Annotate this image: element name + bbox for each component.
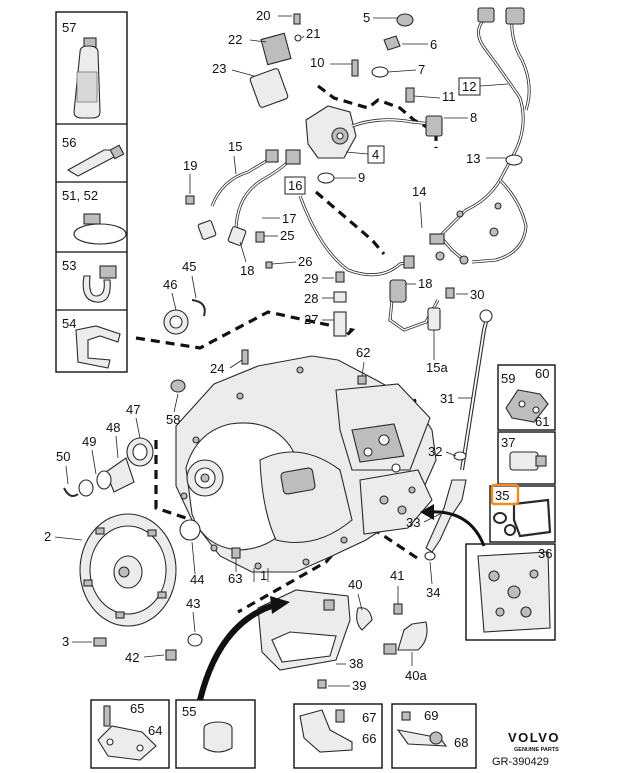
callout-61: 61 — [535, 414, 549, 429]
fluid-bottle-icon — [73, 37, 101, 119]
callout-67: 67 — [362, 710, 376, 725]
callout-63: 63 — [228, 571, 242, 586]
callout-37: 37 — [501, 435, 515, 450]
callout-66: 66 — [362, 731, 376, 746]
callout-21: 21 — [306, 26, 320, 41]
callout-14: 14 — [412, 184, 426, 199]
detail-panels-right: 59 60 61 37 35 36 — [465, 364, 556, 641]
callout-55: 55 — [182, 704, 196, 719]
callout-11: 11 — [442, 89, 456, 104]
callout-4: 4 — [372, 147, 379, 162]
brand-name: VOLVO — [508, 730, 560, 745]
range-switch — [305, 13, 443, 184]
callout-50: 50 — [56, 449, 70, 464]
callout-54: 54 — [62, 316, 76, 331]
callout-22: 22 — [228, 32, 242, 47]
callout-64: 64 — [148, 723, 162, 738]
callout-5: 5 — [363, 10, 370, 25]
callout-68: 68 — [454, 735, 468, 750]
callout-62: 62 — [356, 345, 370, 360]
callout-16: 16 — [288, 178, 302, 193]
callout-40: 40 — [348, 577, 362, 592]
callout-18: 18 — [240, 263, 254, 278]
callout-28: 28 — [304, 291, 318, 306]
callout-39: 39 — [352, 678, 366, 693]
callout-41: 41 — [390, 568, 404, 583]
callout-45: 45 — [182, 259, 196, 274]
callout-34: 34 — [426, 585, 440, 600]
callout-38: 38 — [349, 656, 363, 671]
callout-42: 42 — [125, 650, 139, 665]
callout-44: 44 — [190, 572, 204, 587]
callout-20: 20 — [256, 8, 270, 23]
volvo-genuine-parts-logo: VOLVO GENUINE PARTS — [508, 730, 560, 753]
cable-clip-icon — [82, 265, 117, 303]
transmission-housing — [175, 355, 437, 573]
hose-clamp-icon — [73, 213, 127, 245]
callout-6: 6 — [430, 37, 437, 52]
callout-65: 65 — [130, 701, 144, 716]
callout-53: 53 — [62, 258, 76, 273]
callout-58: 58 — [166, 412, 180, 427]
callout-15a: 15a — [426, 360, 448, 375]
callout-69: 69 — [424, 708, 438, 723]
callout-29: 29 — [304, 271, 318, 286]
callout-47: 47 — [126, 402, 140, 417]
callout-33: 33 — [406, 515, 420, 530]
oil-pan — [257, 589, 428, 689]
callout-15: 15 — [228, 139, 242, 154]
brand-tagline: GENUINE PARTS — [514, 747, 559, 753]
callout-25: 25 — [280, 228, 294, 243]
callout-35: 35 — [495, 488, 509, 503]
center-sensors — [298, 195, 455, 337]
callout-23: 23 — [212, 61, 226, 76]
callout-7: 7 — [418, 62, 425, 77]
callout-31: 31 — [440, 391, 454, 406]
diagram-reference-number: GR-390429 — [492, 756, 549, 768]
callout-48: 48 — [106, 420, 120, 435]
torque-converter — [79, 513, 177, 627]
highlight-callout-35 — [490, 483, 520, 506]
callout-46: 46 — [163, 277, 177, 292]
callout-27: 27 — [304, 312, 318, 327]
callout-3: 3 — [62, 634, 69, 649]
speed-sensors — [185, 13, 302, 269]
callout-8: 8 — [470, 110, 477, 125]
wiring-harness — [429, 7, 531, 265]
output-shaft-seals — [63, 299, 206, 497]
callout-43: 43 — [186, 596, 200, 611]
callout-24: 24 — [210, 361, 224, 376]
callout-2: 2 — [44, 529, 51, 544]
callout-17: 17 — [282, 211, 296, 226]
dipstick-tube — [424, 309, 493, 561]
callout-12: 12 — [462, 79, 476, 94]
callout-57: 57 — [62, 20, 76, 35]
callout-36: 36 — [538, 546, 552, 561]
leader-arrows — [197, 504, 486, 701]
callout-9: 9 — [358, 170, 365, 185]
callout-49: 49 — [82, 434, 96, 449]
callout-10: 10 — [310, 55, 324, 70]
callout-13: 13 — [466, 151, 480, 166]
sidebar-panels: 57 56 51, 52 53 54 — [55, 11, 128, 373]
callout-19: 19 — [183, 158, 197, 173]
callout-56: 56 — [62, 135, 76, 150]
sealant-tube-icon — [66, 144, 125, 177]
callout-40a: 40a — [405, 668, 427, 683]
callout-1: 1 — [260, 568, 267, 583]
callout-59: 59 — [501, 371, 515, 386]
callout-26: 26 — [298, 254, 312, 269]
callout-60: 60 — [535, 366, 549, 381]
callout-30: 30 — [470, 287, 484, 302]
callout-51-52: 51, 52 — [62, 188, 98, 203]
detail-panels-bottom: 65 64 55 67 66 69 68 — [90, 699, 477, 769]
callout-18b: 18 — [418, 276, 432, 291]
callout-32: 32 — [428, 444, 442, 459]
pipe-clip-icon — [75, 325, 121, 369]
